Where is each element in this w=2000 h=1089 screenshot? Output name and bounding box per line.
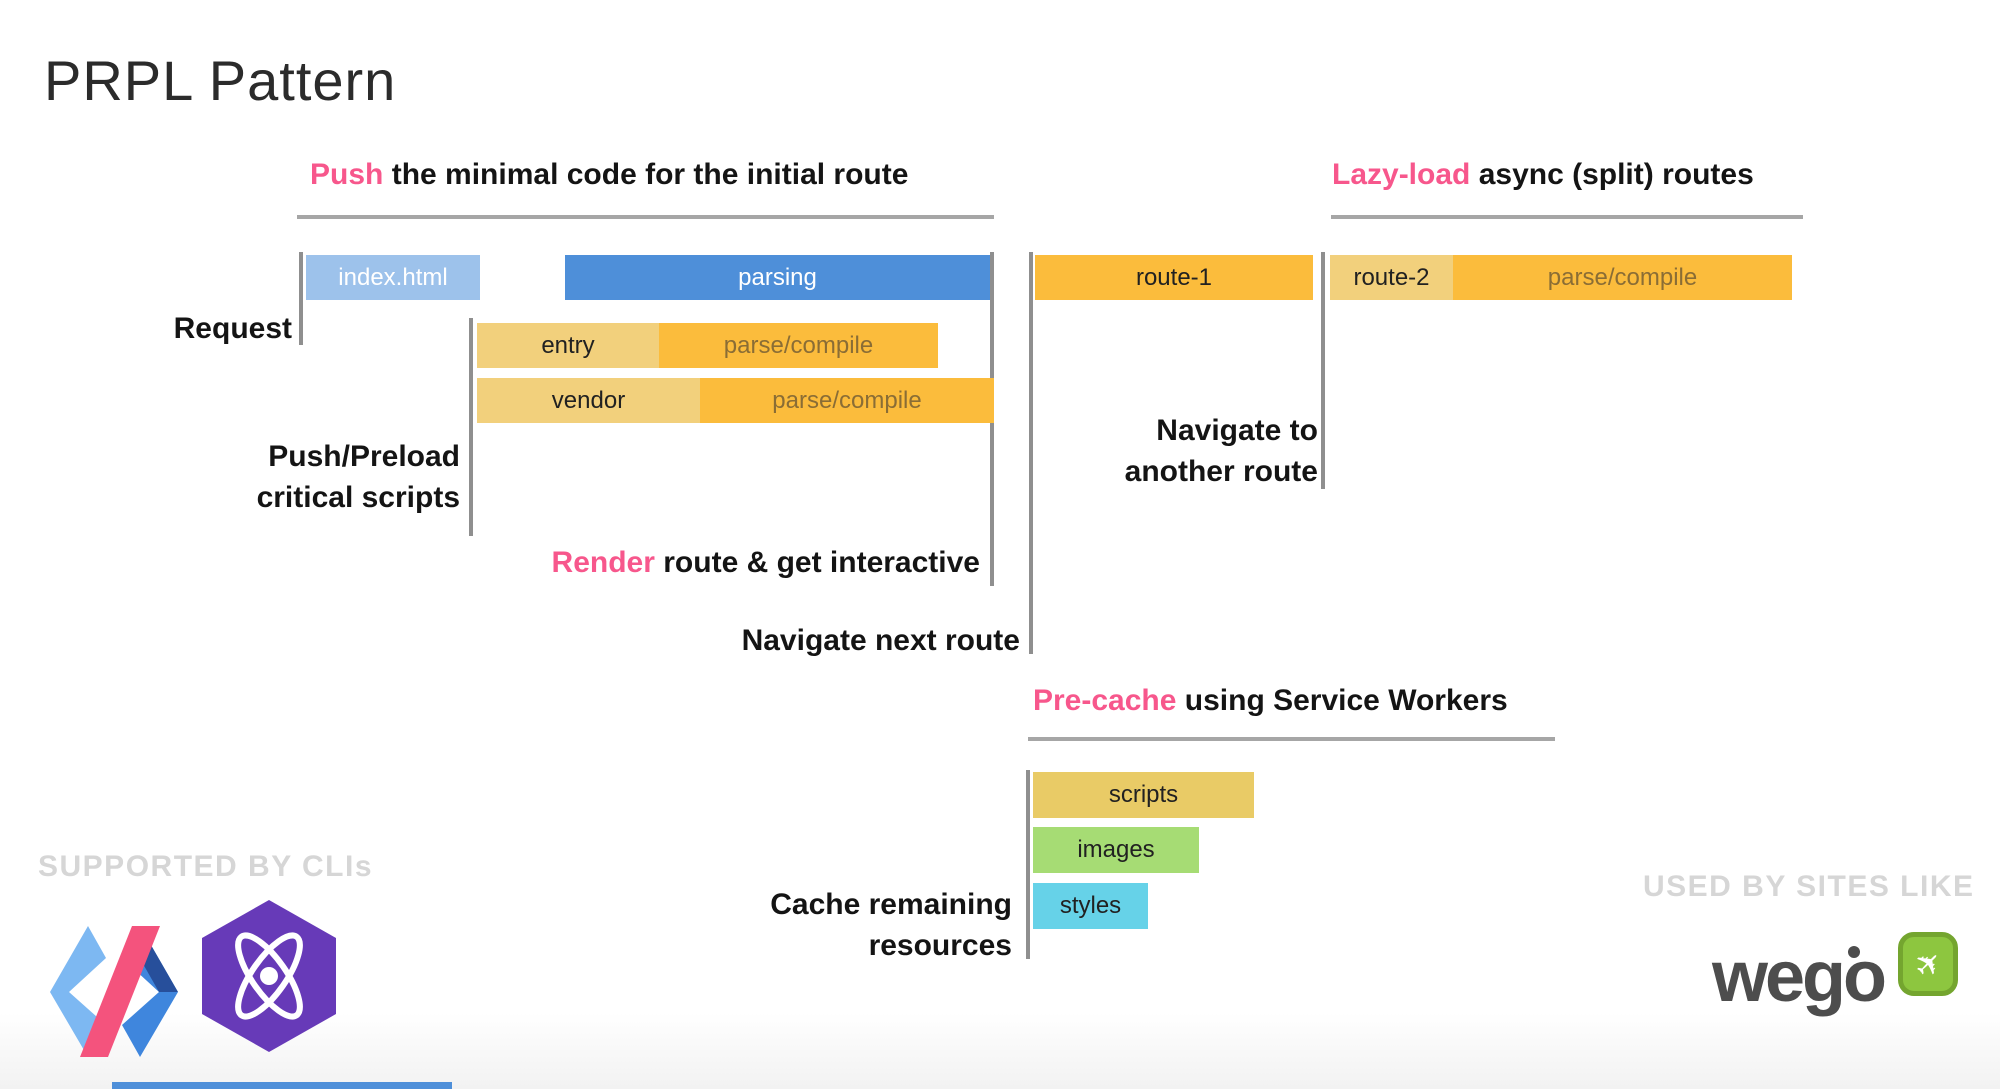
- bar-images: images: [1033, 827, 1199, 873]
- page-title: PRPL Pattern: [44, 48, 397, 112]
- navigate-next-connector-line: [1029, 252, 1033, 654]
- supported-by-clis-label: SUPPORTED BY CLIs: [38, 850, 374, 883]
- bar-parsing: parsing: [565, 255, 990, 300]
- bar-route-2: route-2: [1330, 255, 1453, 300]
- bar-entry-parse-compile: parse/compile: [659, 323, 938, 368]
- label-request: Request: [173, 312, 292, 345]
- heading-precache-highlight: Pre-cache: [1033, 684, 1177, 717]
- preact-atom-icon: [202, 900, 337, 1057]
- bottom-partial-bar: [112, 1082, 452, 1089]
- label-render-highlight: Render: [551, 546, 655, 579]
- label-navigate-another-line1: Navigate to: [1156, 414, 1318, 447]
- heading-lazy-load: Lazy-load async (split) routes: [1332, 158, 1754, 192]
- bar-scripts: scripts: [1033, 772, 1254, 818]
- label-cache-remaining: Cache remaining resources: [690, 884, 1012, 966]
- heading-precache-rest: using Service Workers: [1184, 684, 1508, 717]
- used-by-sites-label: USED BY SITES LIKE: [1643, 870, 1975, 903]
- push-section-underline: [297, 215, 994, 219]
- heading-push-rest: the minimal code for the initial route: [391, 158, 909, 191]
- cache-connector-line: [1026, 770, 1030, 959]
- label-render-rest: route & get interactive: [663, 546, 980, 579]
- label-navigate-another-line2: another route: [1124, 455, 1318, 488]
- label-cache-line1: Cache remaining: [770, 888, 1012, 921]
- label-push-preload: Push/Preload critical scripts: [130, 436, 460, 518]
- navigate-another-connector-line: [1321, 252, 1325, 489]
- precache-section-underline: [1028, 737, 1555, 741]
- label-render-route: Render route & get interactive: [460, 542, 980, 583]
- wego-logo: wego ✈: [1710, 928, 1970, 1058]
- bar-vendor: vendor: [477, 378, 700, 423]
- heading-push-highlight: Push: [310, 158, 384, 191]
- label-cache-line2: resources: [868, 929, 1012, 962]
- heading-precache: Pre-cache using Service Workers: [1033, 684, 1508, 718]
- bar-index-html: index.html: [306, 255, 480, 300]
- airplane-icon: ✈: [1905, 941, 1951, 987]
- label-push-preload-line1: Push/Preload: [268, 440, 460, 473]
- label-navigate-another-route: Navigate to another route: [1050, 410, 1318, 492]
- heading-lazy-highlight: Lazy-load: [1332, 158, 1471, 191]
- request-connector-line: [299, 252, 303, 345]
- bar-route-2-parse-compile: parse/compile: [1453, 255, 1792, 300]
- push-preload-connector-line: [469, 318, 473, 536]
- heading-push: Push the minimal code for the initial ro…: [310, 158, 908, 192]
- wego-badge: ✈: [1898, 932, 1958, 996]
- bar-vendor-parse-compile: parse/compile: [700, 378, 994, 423]
- bar-route-1: route-1: [1035, 255, 1313, 300]
- bar-styles: styles: [1033, 883, 1148, 929]
- polymer-logo-icon: [44, 922, 184, 1062]
- lazy-section-underline: [1331, 215, 1803, 219]
- bar-entry: entry: [477, 323, 659, 368]
- label-navigate-next-route: Navigate next route: [741, 624, 1020, 657]
- wego-logo-dot: [1848, 946, 1860, 958]
- heading-lazy-rest: async (split) routes: [1478, 158, 1754, 191]
- label-push-preload-line2: critical scripts: [256, 481, 460, 514]
